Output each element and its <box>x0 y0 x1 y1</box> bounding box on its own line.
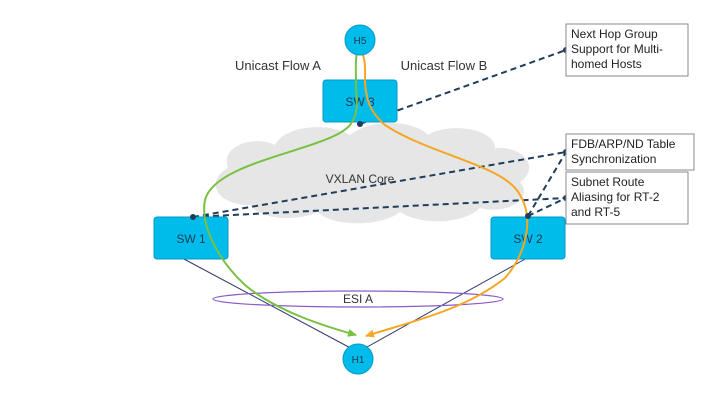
connector-sw1-fdb <box>192 151 567 218</box>
dashed-connectors <box>192 49 567 218</box>
callout-subnet-aliasing: Subnet Route Aliasing for RT-2 and RT-5 <box>565 171 689 225</box>
dot-sw3 <box>357 121 363 127</box>
dot-sw1 <box>190 214 196 220</box>
connector-sw2-fdb <box>527 151 567 217</box>
connector-sw2-alias <box>527 197 567 217</box>
callout-next-hop-group-line-2: Support for Multi- <box>571 42 663 56</box>
host-h5-label: H5 <box>354 36 367 47</box>
host-h5[interactable] <box>344 24 376 56</box>
callout-fdb-sync: FDB/ARP/ND Table Synchronization <box>565 133 695 171</box>
connector-sw3-nhg <box>359 49 567 125</box>
callout-next-hop-group: Next Hop Group Support for Multi- homed … <box>565 23 689 77</box>
callout-next-hop-group-line-3: homed Hosts <box>571 57 642 71</box>
host-h1[interactable] <box>342 343 374 375</box>
esi-ellipse <box>212 290 504 308</box>
connector-sw1-alias <box>192 197 567 218</box>
unicast-flow-b-path <box>361 51 529 338</box>
host-h1-label: H1 <box>352 355 365 366</box>
unicast-flow-a-path <box>203 51 358 337</box>
esi-label: ESI A <box>343 292 373 306</box>
flow-b-label: Unicast Flow B <box>401 58 488 73</box>
callout-fdb-sync-line-1: FDB/ARP/ND Table <box>571 137 676 151</box>
vxlan-core-cloud <box>215 122 530 224</box>
flow-a-label: Unicast Flow A <box>235 58 321 73</box>
switch-sw1-label: SW 1 <box>176 232 206 246</box>
callout-subnet-aliasing-line-1: Subnet Route <box>571 175 645 189</box>
callout-subnet-aliasing-line-3: and RT-5 <box>571 205 620 219</box>
dot-sw2 <box>525 213 531 219</box>
cloud-label: VXLAN Core <box>326 172 395 186</box>
callout-fdb-sync-line-2: Synchronization <box>571 152 656 166</box>
callout-next-hop-group-line-1: Next Hop Group <box>571 27 658 41</box>
switch-sw2-label: SW 2 <box>513 232 543 246</box>
callout-subnet-aliasing-line-2: Aliasing for RT-2 <box>571 190 660 204</box>
